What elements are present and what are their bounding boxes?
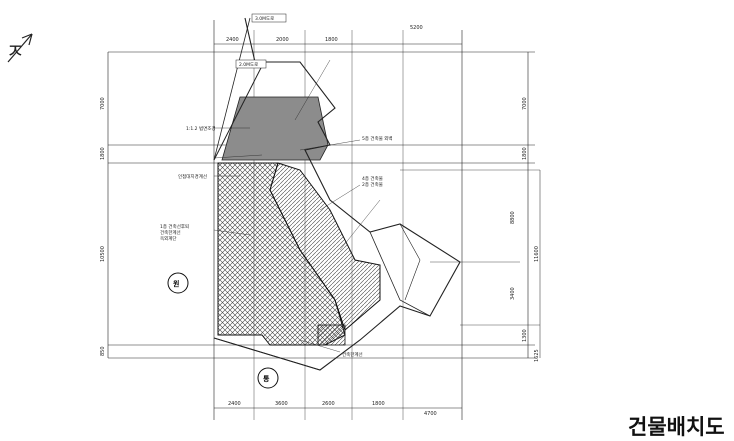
left-dim-4: 850	[100, 346, 106, 356]
road-label-1: 3.0M도로	[255, 16, 274, 22]
note-8: 2층 건축물	[362, 181, 383, 188]
stair-block	[317, 324, 346, 346]
bottom-dim-5: 4700	[424, 411, 437, 417]
top-dim-4: 5200	[410, 25, 423, 31]
note-5: 옥외계단	[160, 235, 177, 242]
road-label-box-2	[235, 59, 267, 69]
extension-lines	[108, 20, 540, 420]
right-dim-3: 8800	[510, 211, 516, 224]
note-2: 인접대지경계선	[178, 173, 207, 180]
bottom-dim-2: 3600	[275, 401, 288, 407]
note-7: 4층 건축물	[362, 175, 383, 182]
right-dim-1: 7000	[522, 97, 528, 110]
road-label-2: 2.0M도로	[239, 62, 258, 68]
note-3: 1층 건축선후퇴	[160, 223, 189, 230]
top-dim-1: 2400	[226, 37, 239, 43]
site-boundary	[213, 17, 461, 371]
north-arrow: ㅈ	[6, 33, 33, 63]
leader-lines	[213, 59, 381, 353]
note-9: 건축한계선	[342, 351, 363, 358]
drawing-title: 건물배치도	[628, 415, 725, 439]
circle-sign-1-label: 원	[173, 279, 179, 288]
left-dim-3: 10500	[100, 246, 106, 262]
dimension-lines	[107, 43, 541, 409]
bottom-dim-4: 1800	[372, 401, 385, 407]
top-dim-2: 2000	[276, 37, 289, 43]
left-dim-1: 7000	[100, 97, 106, 110]
bottom-dim-3: 2600	[322, 401, 335, 407]
circle-sign-2	[257, 367, 279, 389]
note-6: 5층 건축물 외벽	[362, 135, 393, 142]
circle-sign-2-label: 통	[263, 374, 270, 383]
right-dim-4: 3400	[510, 287, 516, 300]
building-wing	[269, 162, 381, 331]
right-dim-6: 11600	[534, 246, 540, 262]
paved-area	[221, 96, 329, 161]
circle-sign-1	[167, 272, 189, 294]
north-symbol: ㅈ	[6, 39, 24, 63]
top-dim-3: 1800	[325, 37, 338, 43]
left-dim-2: 1800	[100, 147, 106, 160]
right-dim-7: 1625	[534, 349, 540, 362]
right-dim-2: 1800	[522, 147, 528, 160]
right-dim-5: 1300	[522, 329, 528, 342]
road-label-box-1	[251, 13, 287, 23]
bottom-dim-1: 2400	[228, 401, 241, 407]
note-4: 건축한계선	[160, 229, 181, 236]
note-1: 1:1.2 법면조경	[186, 125, 216, 132]
